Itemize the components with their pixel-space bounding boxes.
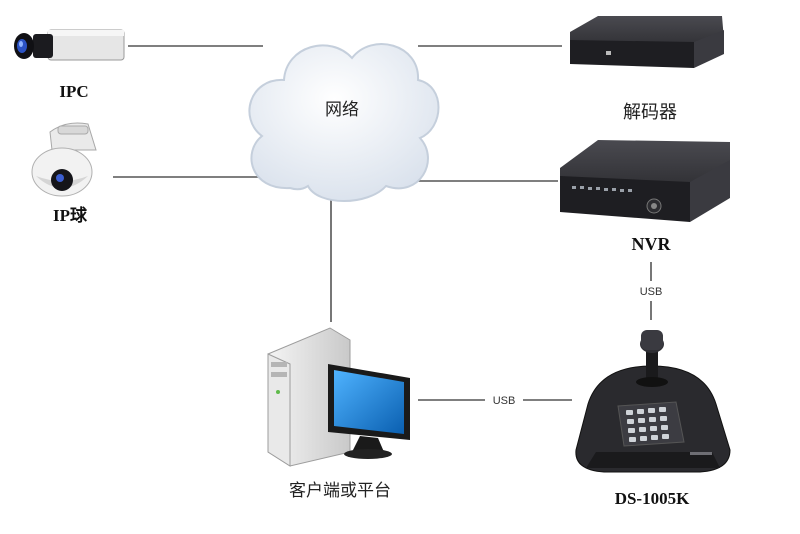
- usb-label-client: USB: [493, 395, 516, 407]
- ipc-label: IPC: [59, 82, 88, 101]
- usb-label-nvr: USB: [640, 286, 663, 298]
- cloud-icon: [248, 43, 440, 202]
- connection-lines: [113, 45, 652, 401]
- decoder-label: 解码器: [623, 102, 677, 123]
- client-label: 客户端或平台: [289, 481, 391, 501]
- computer-icon: [267, 327, 410, 467]
- nvr-label: NVR: [632, 234, 672, 254]
- box-camera-icon: [14, 29, 125, 61]
- nvr-icon: [560, 140, 730, 222]
- network-label: 网络: [325, 100, 359, 120]
- decoder-icon: [570, 16, 724, 68]
- dome-camera-icon: [31, 122, 97, 197]
- ip-dome-label: IP球: [53, 206, 88, 225]
- joystick-keyboard-icon: [575, 330, 731, 473]
- keyboard-label: DS-1005K: [615, 489, 690, 508]
